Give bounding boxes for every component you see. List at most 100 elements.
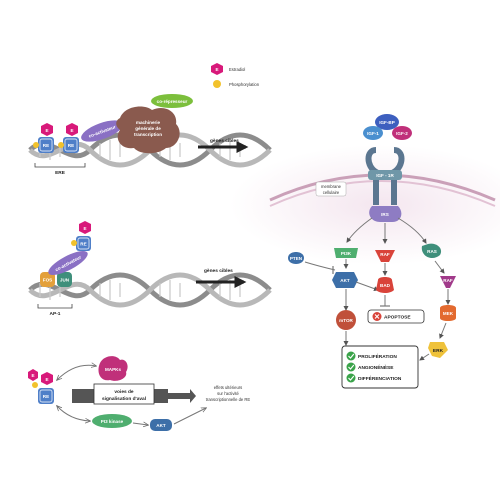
corepressor: co-répresseur: [151, 94, 193, 108]
svg-text:ERK: ERK: [433, 348, 444, 354]
check-icon: [346, 373, 356, 383]
pten-inhibition: [304, 261, 336, 271]
downstream-pathways-box: voies de signalisation d'aval: [72, 383, 196, 405]
svg-text:effets ultérieurs: effets ultérieurs: [214, 385, 243, 390]
phosphate-icon: [71, 240, 77, 246]
svg-text:MEK: MEK: [443, 311, 454, 316]
coactivator-ere: co-activateur: [81, 120, 123, 142]
raf-purple-protein: RAF: [440, 276, 456, 288]
svg-text:IRS: IRS: [381, 212, 389, 217]
estradiol-icon: E: [79, 221, 91, 234]
svg-text:E: E: [83, 226, 86, 231]
dna-helix-ap1: [28, 272, 272, 308]
ere-label: ERE: [55, 170, 66, 176]
target-genes-label-ap1: gènes cibles: [204, 268, 233, 274]
svg-text:AKT: AKT: [340, 278, 350, 283]
svg-text:IGF-2: IGF-2: [396, 131, 408, 136]
erk-protein: ERK: [428, 342, 448, 358]
irs-protein: IRS: [369, 206, 402, 222]
svg-text:transcription: transcription: [134, 132, 162, 137]
svg-text:machinerie: machinerie: [136, 120, 161, 125]
igf-bp-protein: IGF-BP: [375, 114, 399, 130]
legend: E Estradiol Phosphorylation: [211, 63, 260, 88]
svg-text:AKT: AKT: [156, 423, 166, 428]
outcomes-box: PROLIFÉRATION ANGIONÉNÈSE DIFFÉRENCIATIO…: [341, 345, 419, 389]
receptor-re-right: RE: [63, 137, 79, 153]
ere-bracket: [34, 163, 86, 168]
svg-text:E: E: [70, 128, 73, 133]
receptor-re-signaling: RE: [38, 388, 54, 404]
pi3k-arrow: [57, 406, 90, 421]
svg-text:PI3 kinase: PI3 kinase: [101, 419, 124, 424]
svg-text:E: E: [45, 377, 48, 382]
svg-text:RE: RE: [68, 143, 74, 148]
estradiol-icon: E: [41, 123, 53, 136]
svg-text:RAF: RAF: [380, 252, 390, 257]
svg-text:JUN: JUN: [60, 278, 70, 283]
legend-phosphorylation-label: Phosphorylation: [229, 82, 260, 87]
svg-text:IGF-1: IGF-1: [367, 131, 379, 136]
svg-text:RE: RE: [80, 242, 86, 247]
svg-text:FOS: FOS: [43, 278, 52, 283]
svg-text:voies de: voies de: [114, 389, 134, 395]
outcome-item: DIFFÉRENCIATION: [346, 373, 402, 383]
check-icon: [346, 362, 356, 372]
akt-protein-signaling: AKT: [150, 419, 172, 431]
pi3k-to-akt-arrow: [132, 423, 148, 425]
outcome-item: PROLIFÉRATION: [346, 351, 397, 361]
igf2-protein: IGF-2: [392, 126, 412, 140]
transcription-machinery: machinerie générale de transcription: [116, 106, 180, 154]
svg-text:transcriptionnelle de RE: transcriptionnelle de RE: [206, 397, 251, 402]
igf1r-receptor: IGF - 1R: [365, 147, 405, 205]
mapk-protein: MAPKs: [98, 356, 128, 381]
mek-protein: MEK: [440, 305, 456, 321]
svg-text:RAS: RAS: [427, 249, 437, 254]
estradiol-icon: E: [211, 63, 223, 75]
legend-estradiol-label: Estradiol: [229, 67, 245, 72]
svg-text:cellulaire: cellulaire: [323, 190, 340, 195]
svg-text:PTEN: PTEN: [290, 256, 303, 261]
estradiol-icon: E: [41, 372, 53, 385]
svg-text:co-répresseur: co-répresseur: [157, 99, 188, 104]
svg-text:MAPKs: MAPKs: [105, 367, 122, 372]
svg-text:RAF: RAF: [443, 278, 453, 283]
membrane-shade: [230, 145, 500, 265]
svg-text:sur l'activité: sur l'activité: [217, 391, 239, 396]
transcriptional-effects-label: effets ultérieurs sur l'activité transcr…: [206, 385, 251, 402]
svg-text:PI3K: PI3K: [341, 251, 352, 256]
phosphorylation-icon: [213, 80, 221, 88]
pi3-kinase-protein: PI3 kinase: [92, 414, 132, 428]
bad-protein: BAD: [376, 277, 394, 293]
igf-pathway: membrane cellulaire IGF - 1R IGF-BP IGF-…: [230, 114, 500, 389]
svg-text:RE: RE: [43, 394, 49, 399]
svg-text:RE: RE: [43, 143, 49, 148]
svg-text:PROLIFÉRATION: PROLIFÉRATION: [358, 352, 397, 360]
mtor-protein: mTOR: [336, 310, 356, 330]
svg-text:IGF-BP: IGF-BP: [379, 120, 395, 125]
svg-text:ANGIONÉNÈSE: ANGIONÉNÈSE: [358, 363, 394, 371]
svg-text:BAD: BAD: [380, 283, 391, 288]
svg-text:générale de: générale de: [135, 126, 161, 131]
akt-to-effects-arrow: [173, 408, 206, 425]
svg-text:DIFFÉRENCIATION: DIFFÉRENCIATION: [358, 374, 402, 382]
ap1-bracket: [37, 304, 73, 309]
mapk-arrow: [57, 365, 96, 380]
check-icon: [346, 351, 356, 361]
receptor-re-left: RE: [38, 137, 54, 153]
ras-protein: RAS: [421, 243, 442, 259]
svg-text:membrane: membrane: [321, 184, 342, 189]
svg-text:E: E: [31, 373, 34, 378]
ap1-label: AP-1: [50, 311, 61, 317]
signaling-panel: RE E E MAPKs voies de signalisation d'av…: [28, 356, 250, 431]
pten-protein: PTEN: [288, 252, 304, 264]
svg-text:mTOR: mTOR: [339, 318, 353, 323]
phosphate-icon: [58, 142, 64, 148]
estradiol-icon: E: [28, 369, 38, 381]
phosphate-icon: [32, 382, 38, 388]
igf1-protein: IGF-1: [363, 126, 383, 140]
estradiol-icon: E: [66, 123, 78, 136]
membrane-label: membrane cellulaire: [315, 181, 347, 197]
jun-protein: JUN: [57, 272, 72, 287]
pi3k-protein: PI3K: [334, 248, 358, 258]
svg-text:signalisation d'aval: signalisation d'aval: [102, 396, 146, 402]
